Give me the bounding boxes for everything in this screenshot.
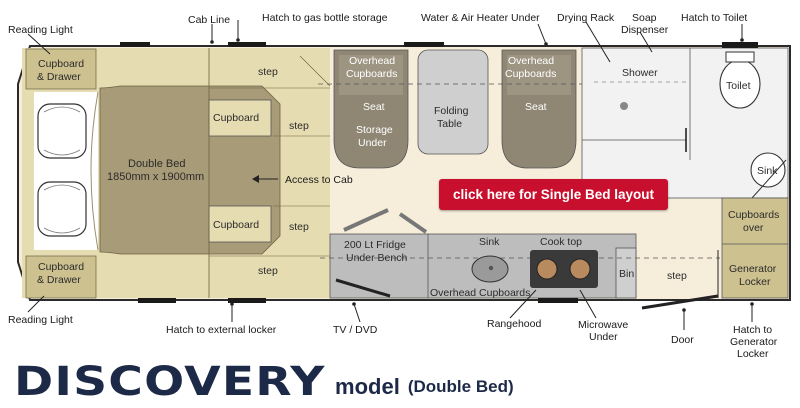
callout-drying-rack: Drying Rack — [557, 12, 615, 24]
label-seat-storage-1: Seat — [363, 101, 385, 113]
callout-hatch-locker: Hatch to external locker — [166, 324, 277, 336]
folding-table-shape — [417, 49, 489, 155]
burner-right — [569, 258, 591, 280]
label-step-3: step — [289, 221, 309, 233]
cupboard-lower — [208, 205, 272, 243]
callout-hatch-gen-line1: Hatch to — [733, 324, 772, 336]
single-bed-layout-button[interactable]: click here for Single Bed layout — [439, 179, 668, 210]
label-fridge-2: Under Bench — [346, 252, 407, 264]
label-seat-storage-3: Under — [358, 137, 387, 149]
burner-left — [536, 258, 558, 280]
label-cupboards-over-2: over — [743, 222, 764, 234]
callout-access-cab: Access to Cab — [285, 174, 353, 186]
label-sink-kitchen: Sink — [479, 236, 500, 248]
bed-headboard-curve — [90, 91, 99, 251]
label-generator-locker-2: Locker — [739, 276, 771, 288]
label-shower: Shower — [622, 67, 658, 79]
callout-microwave-line1: Microwave — [578, 319, 628, 331]
label-cupboard-upper: Cupboard — [213, 112, 259, 124]
model-variant: (Double Bed) — [407, 377, 514, 396]
label-fridge-1: 200 Lt Fridge — [344, 239, 406, 251]
pillow-top — [37, 103, 87, 159]
label-overhead-left-2: Cupboards — [346, 68, 397, 80]
label-step-4: step — [258, 265, 278, 277]
label-cupboard-drawer-top-1: Cupboard — [38, 58, 84, 70]
tv-bracket — [335, 278, 391, 298]
label-sink-bathroom: Sink — [757, 165, 778, 177]
label-cupboard-drawer-bottom-1: Cupboard — [38, 261, 84, 273]
callout-hatch-gen-line2: Generator — [730, 336, 778, 348]
label-toilet: Toilet — [726, 80, 751, 92]
bin — [615, 247, 637, 299]
callout-soap-line1: Soap — [632, 12, 657, 24]
label-bin: Bin — [619, 268, 634, 280]
model-word: model — [335, 374, 400, 399]
label-cupboard-drawer-top-2: & Drawer — [37, 71, 81, 83]
label-cupboard-lower: Cupboard — [213, 219, 259, 231]
label-cooktop: Cook top — [540, 236, 582, 248]
callout-hatch-toilet: Hatch to Toilet — [681, 12, 747, 24]
callout-reading-light-bottom: Reading Light — [8, 314, 73, 326]
callout-door: Door — [671, 334, 694, 346]
hatch-toilet-bar — [722, 42, 758, 48]
label-seat-right: Seat — [525, 101, 547, 113]
label-double-bed-size: 1850mm x 1900mm — [107, 171, 204, 183]
label-folding-table-1: Folding — [434, 105, 469, 117]
model-title: DISCOVERY model (Double Bed) — [14, 352, 514, 402]
callout-water-heater: Water & Air Heater Under — [421, 12, 540, 24]
pillow-bottom — [37, 181, 87, 237]
label-seat-storage-2: Storage — [356, 124, 393, 136]
label-double-bed: Double Bed — [128, 158, 186, 170]
brand-name: DISCOVERY — [14, 359, 326, 405]
callout-microwave-line2: Under — [589, 331, 618, 343]
front-cabinet-bottom — [25, 255, 97, 299]
label-step-2: step — [289, 120, 309, 132]
label-folding-table-2: Table — [437, 118, 462, 130]
hatch-gas-bar — [228, 42, 266, 47]
label-overhead-left-1: Overhead — [349, 55, 395, 67]
label-generator-locker-1: Generator — [729, 263, 777, 275]
drain-icon — [620, 102, 628, 110]
callout-rangehood: Rangehood — [487, 318, 541, 330]
label-cupboards-over-1: Cupboards — [728, 209, 779, 221]
callout-cab-line: Cab Line — [188, 14, 230, 26]
front-cabinet-top — [25, 48, 97, 90]
generator-locker — [721, 197, 789, 299]
label-step-1: step — [258, 66, 278, 78]
bathroom-sink-shape — [750, 152, 786, 188]
label-step-door: step — [667, 270, 687, 282]
label-cupboard-drawer-bottom-2: & Drawer — [37, 274, 81, 286]
callout-soap-line2: Dispenser — [621, 24, 669, 36]
callout-hatch-gen-line3: Locker — [737, 348, 769, 360]
label-overhead-kitchen: Overhead Cupboards — [430, 287, 530, 299]
callout-tv-dvd: TV / DVD — [333, 324, 378, 336]
callout-hatch-gas: Hatch to gas bottle storage — [262, 12, 388, 24]
label-overhead-right-2: Cupboards — [505, 68, 556, 80]
callout-reading-light-top: Reading Light — [8, 24, 73, 36]
label-overhead-right-1: Overhead — [508, 55, 554, 67]
door-leaf — [641, 294, 719, 310]
